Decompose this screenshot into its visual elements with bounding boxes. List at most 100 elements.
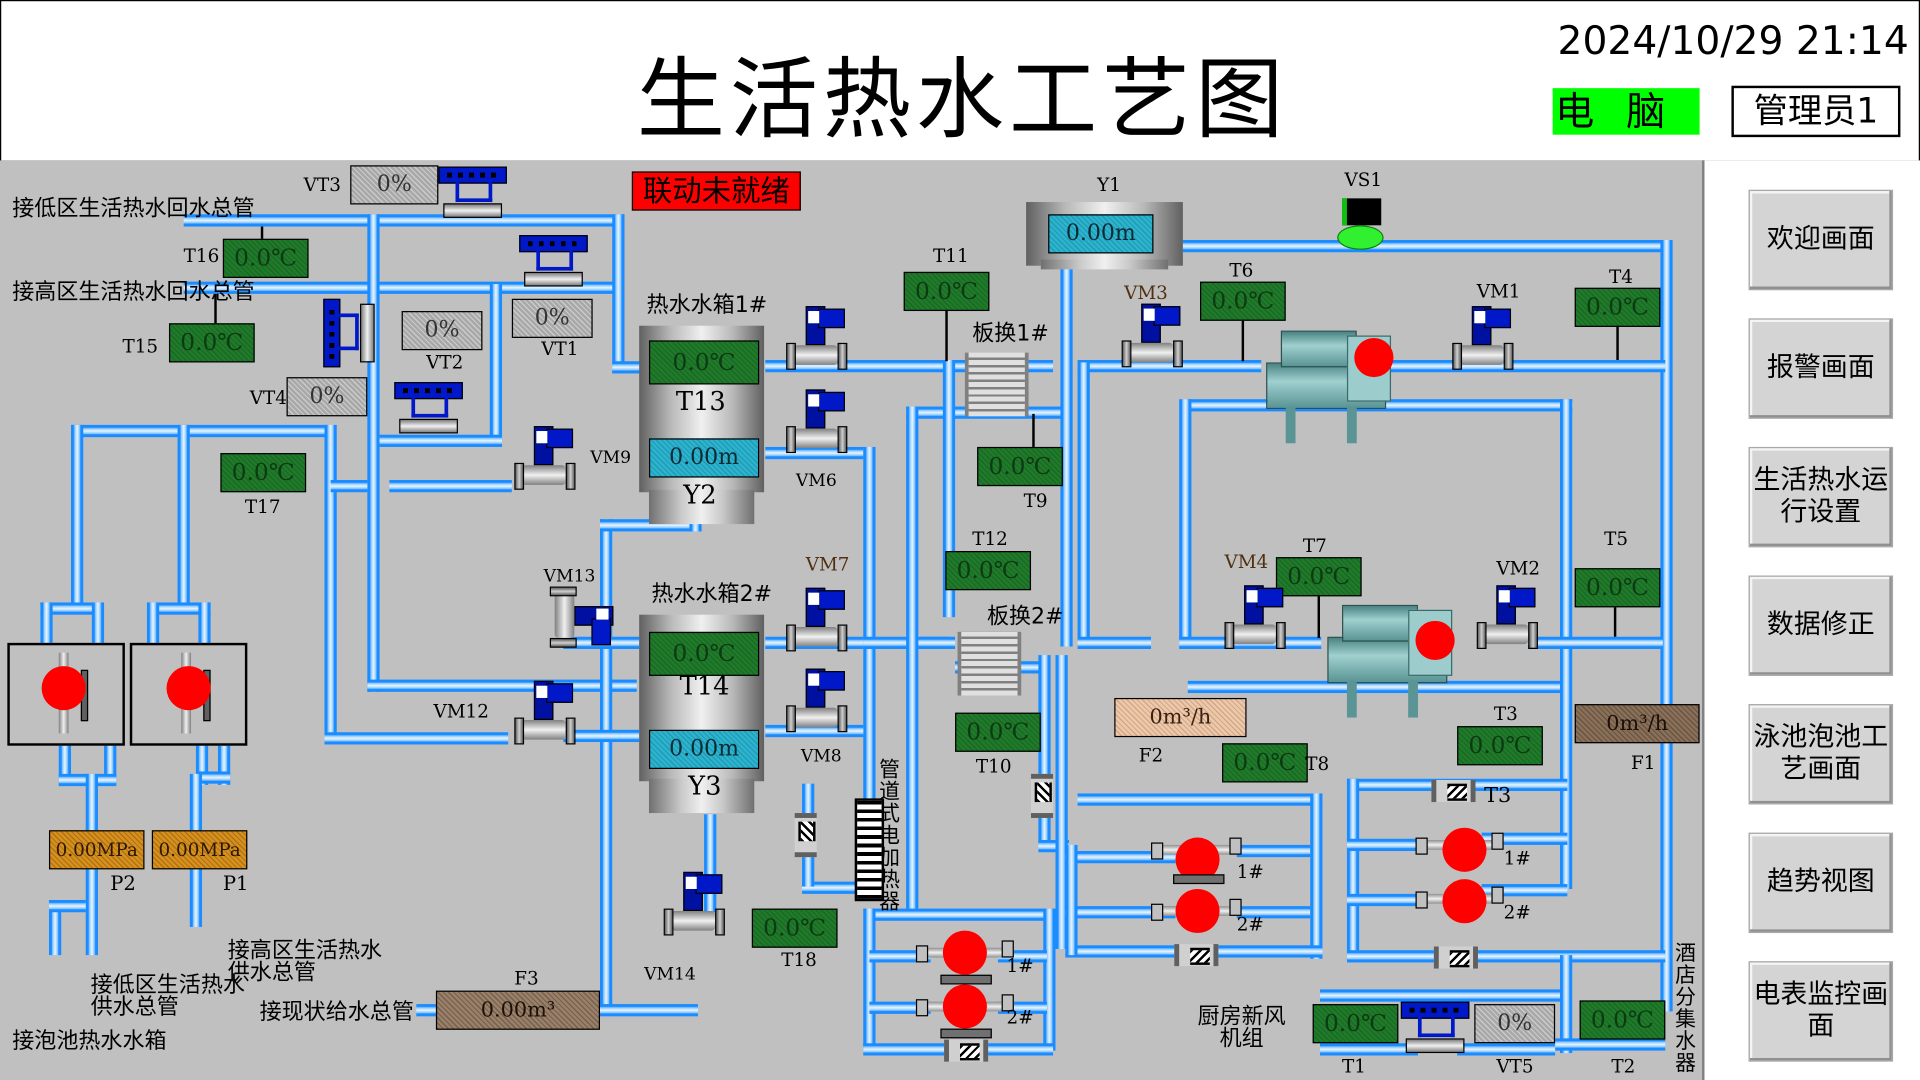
vm6-tag: VM6 (795, 471, 837, 492)
vt1-tag: VT1 (541, 337, 579, 361)
label-low-return: 接低区生活热水回水总管 (12, 195, 255, 222)
vm14-tag: VM14 (644, 964, 696, 985)
nav-trend-view[interactable]: 趋势视图 (1748, 832, 1894, 934)
vt1-opening: 0% (511, 298, 593, 338)
t1-tag: T1 (1342, 1055, 1366, 1078)
t7-display: 0.0℃ (1275, 557, 1362, 597)
f3-volume-display: 0.00m³ (435, 990, 601, 1030)
vt2-valve[interactable] (323, 298, 377, 368)
pump-1-tag: 1# (1006, 955, 1034, 978)
strainer-icon (1433, 946, 1478, 969)
t10-display: 0.0℃ (955, 712, 1041, 752)
pc-mode-badge: 电脑 (1552, 88, 1700, 135)
tank1-level-display: 0.00m (648, 438, 760, 478)
vm3-tag: VM3 (1124, 281, 1168, 304)
vm1-tag: VM1 (1476, 280, 1521, 303)
vm12-valve[interactable] (512, 680, 576, 745)
vm6-valve[interactable] (784, 389, 848, 454)
vm9-tag: VM9 (590, 448, 632, 468)
pump-2-tag: 2# (1503, 901, 1531, 924)
t8-tag: T8 (1305, 753, 1330, 776)
nav-welcome-screen[interactable]: 欢迎画面 (1748, 189, 1894, 291)
tank1-level-tag: Y2 (683, 480, 717, 510)
t5-probe (1613, 607, 1617, 637)
t4-tag: T4 (1608, 265, 1633, 288)
pump-p1-status (166, 666, 211, 711)
vm7-valve[interactable] (784, 587, 848, 652)
vm9-valve[interactable] (512, 426, 576, 490)
hp2-status-indicator (1415, 620, 1455, 661)
t7-probe (1317, 596, 1321, 638)
pump-2-tag: 2# (1236, 913, 1264, 936)
t3-display: 0.0℃ (1457, 726, 1543, 766)
pump-1-status (1442, 827, 1487, 872)
user-badge[interactable]: 管理员1 (1731, 85, 1901, 138)
tank2-label: 热水水箱2# (651, 581, 773, 608)
nav-sidebar: 欢迎画面 报警画面 生活热水运行设置 数据修正 泳池泡池工艺画面 趋势视图 电表… (1704, 160, 1920, 1080)
t7-tag: T7 (1302, 535, 1327, 558)
t9-tag: T9 (1023, 489, 1048, 512)
t11-tag: T11 (933, 244, 969, 267)
label-pool-tank: 接泡池热水水箱 (12, 1028, 167, 1055)
t16-tag: T16 (183, 244, 220, 267)
t18-tag: T18 (781, 948, 817, 972)
vm12-tag: VM12 (433, 700, 489, 723)
y1-level-display: 0.00m (1048, 214, 1154, 254)
t11-probe (945, 309, 948, 362)
hp1-status-indicator (1354, 337, 1394, 378)
heat-pump-unit-2[interactable] (1322, 600, 1453, 722)
vm13-valve[interactable] (549, 584, 614, 648)
label-existing-supply: 接现状给水总管 (259, 999, 414, 1025)
nav-hot-water-settings[interactable]: 生活热水运行设置 (1748, 446, 1894, 548)
strainer-icon (1431, 780, 1476, 803)
t4-display: 0.0℃ (1574, 287, 1661, 327)
vt5-valve[interactable] (1400, 1001, 1470, 1056)
vm2-valve[interactable] (1474, 585, 1538, 649)
t3-tag: T3 (1493, 702, 1518, 725)
pump-2-status (1175, 888, 1220, 934)
f2-tag: F2 (1138, 744, 1164, 767)
t12-tag: T12 (972, 527, 1008, 550)
nav-alarm-screen[interactable]: 报警画面 (1748, 318, 1894, 419)
vs1-pump[interactable] (1335, 196, 1384, 252)
p2-pressure-display: 0.00MPa (48, 830, 145, 870)
pump-1-status (1175, 837, 1220, 882)
tank1-temp-display: 0.0℃ (648, 340, 760, 385)
t16-display: 0.0℃ (222, 238, 309, 278)
label-kitchen-ahu: 厨房新风机组 (1197, 1004, 1286, 1052)
label-high-supply: 接高区生活热水供水总管 (227, 937, 383, 986)
pump-p2-status (41, 666, 86, 711)
tank2-temp-tag: T14 (679, 671, 730, 701)
vt4-tag: VT4 (249, 386, 288, 409)
t12-display: 0.0℃ (945, 551, 1032, 591)
vm3-valve[interactable] (1119, 303, 1183, 368)
vm13-tag: VM13 (543, 566, 596, 587)
t9-display: 0.0℃ (977, 446, 1063, 487)
vt4-valve[interactable] (394, 382, 463, 436)
vm14-valve[interactable] (661, 871, 725, 936)
plate-heat-exchanger-2[interactable] (957, 631, 1022, 696)
nav-meter-monitor[interactable]: 电表监控画面 (1748, 961, 1894, 1062)
label-pipe-heater: 管道式电加热器 (879, 757, 901, 915)
strainer-icon (1031, 773, 1054, 818)
t10-tag: T10 (975, 755, 1012, 778)
y1-base (1040, 259, 1169, 270)
vt3-valve[interactable] (438, 166, 507, 221)
nav-pool-process[interactable]: 泳池泡池工艺画面 (1748, 704, 1894, 805)
tank1-temp-tag: T13 (675, 386, 726, 417)
plate-heat-exchanger-1[interactable] (964, 352, 1029, 417)
pipe-electric-heater[interactable] (854, 798, 885, 902)
datetime-display: 2024/10/29 21:14 (1557, 17, 1909, 64)
vt1-valve[interactable] (519, 235, 588, 289)
nav-data-correction[interactable]: 数据修正 (1748, 575, 1894, 676)
vm-valve-tank1-out[interactable] (784, 306, 848, 370)
t2-display: 0.0℃ (1579, 1000, 1666, 1040)
vm1-valve[interactable] (1450, 306, 1514, 370)
vm8-valve[interactable] (784, 668, 848, 733)
t6-display: 0.0℃ (1200, 281, 1286, 321)
vt2-opening: 0% (401, 311, 483, 351)
p1-tag: P1 (222, 871, 249, 896)
vm4-valve[interactable] (1222, 585, 1286, 649)
linkage-status-alarm: 联动未就绪 (631, 171, 801, 211)
t5-tag: T5 (1604, 527, 1629, 550)
